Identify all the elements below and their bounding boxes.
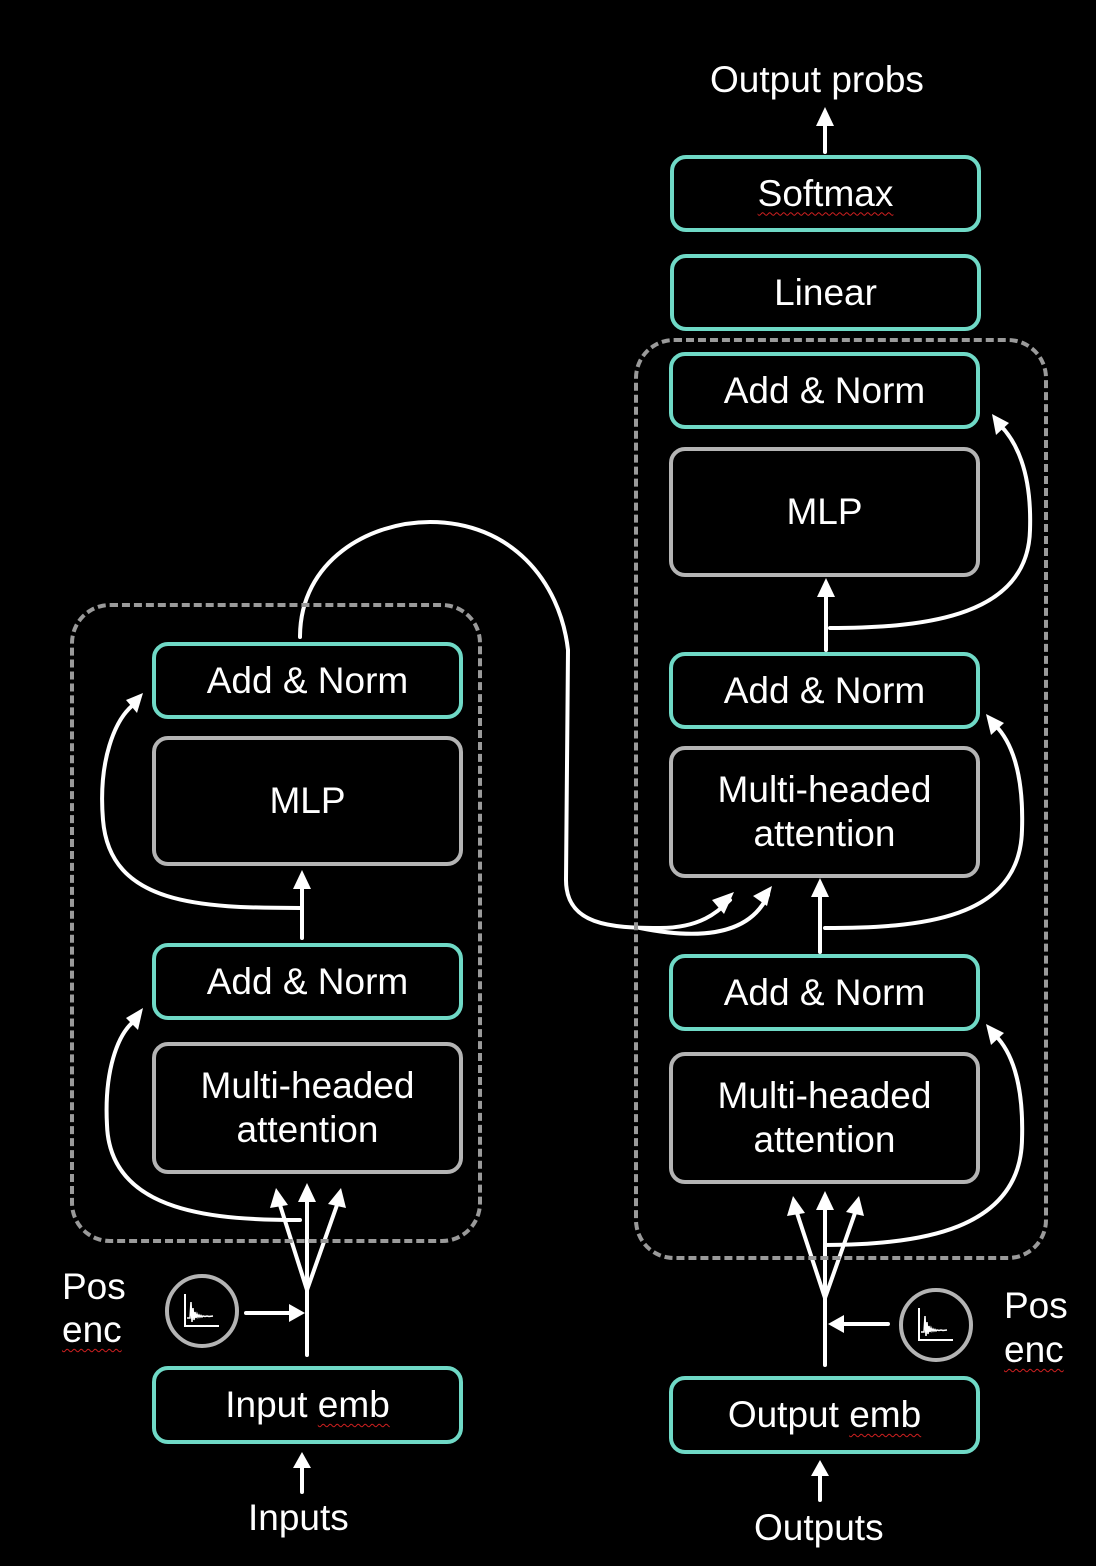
decoder-mlp-label: MLP [786,491,863,532]
encoder-embedding-underlined: emb [317,1384,390,1425]
encoder-pos-enc-line1: Pos [62,1266,126,1307]
enc-residual-1 [104,1020,302,1222]
encoder-add-norm-top[interactable]: Add & Norm [152,642,463,719]
encoder-mlp[interactable]: MLP [152,736,463,866]
decoder-linear-label: Linear [774,271,877,313]
dec-residual-1 [823,1033,1025,1247]
decoder-output-probs-label: Output probs [710,59,924,100]
decoder-add-norm-middle[interactable]: Add & Norm [669,652,980,729]
decoder-self-attention-line2: attention [753,1119,896,1160]
decoder-embedding-prefix: Output [727,1394,850,1435]
dec-residual-3 [828,423,1033,630]
enc-residual-2 [100,703,302,910]
decoder-group [634,338,1048,1260]
decoder-add-norm-top-label: Add & Norm [723,369,926,411]
decoder-add-norm-bottom-label: Add & Norm [723,971,926,1013]
decoder-softmax-label: Softmax [757,172,894,214]
decoder-output-embedding[interactable]: Output emb [669,1376,980,1454]
encoder-add-norm-bottom[interactable]: Add & Norm [152,943,463,1020]
decoder-embedding-underlined: emb [849,1394,922,1435]
decoder-cross-attention-line1: Multi-headed [717,769,932,810]
encoder-input-embedding[interactable]: Input emb [152,1366,463,1444]
decoder-embedding-label: Output emb [728,1393,921,1437]
encoder-to-decoder-wire [298,519,732,931]
decoder-cross-attention[interactable]: Multi-headed attention [669,746,980,878]
encoder-embedding-prefix: Input [225,1384,318,1425]
decoder-self-attention[interactable]: Multi-headed attention [669,1052,980,1184]
decoder-pos-enc-line1: Pos [1004,1285,1068,1326]
decoder-outputs-label: Outputs [754,1507,884,1548]
dec-residual-2 [823,723,1025,930]
encoder-attention-line1: Multi-headed [200,1065,415,1106]
decoder-pos-enc-line2: enc [1004,1329,1064,1370]
decoder-add-norm-top[interactable]: Add & Norm [669,352,980,429]
decoder-linear[interactable]: Linear [670,254,981,331]
decoder-softmax[interactable]: Softmax [670,155,981,232]
encoder-add-norm-top-label: Add & Norm [206,659,409,701]
decoder-self-attention-line1: Multi-headed [717,1075,932,1116]
decoder-cross-attention-line2: attention [753,813,896,854]
decoder-add-norm-bottom[interactable]: Add & Norm [669,954,980,1031]
encoder-inputs-label: Inputs [248,1497,349,1538]
encoder-sine-wave-plot-icon [165,1274,239,1348]
decoder-mlp[interactable]: MLP [669,447,980,577]
encoder-mlp-label: MLP [269,780,346,821]
decoder-add-norm-middle-label: Add & Norm [723,669,926,711]
encoder-add-norm-bottom-label: Add & Norm [206,960,409,1002]
encoder-pos-enc-line2: enc [62,1309,122,1350]
encoder-group [70,603,482,1243]
decoder-sine-wave-plot-icon [899,1288,973,1362]
encoder-attention[interactable]: Multi-headed attention [152,1042,463,1174]
encoder-embedding-label: Input emb [225,1383,390,1427]
encoder-attention-line2: attention [236,1109,379,1150]
